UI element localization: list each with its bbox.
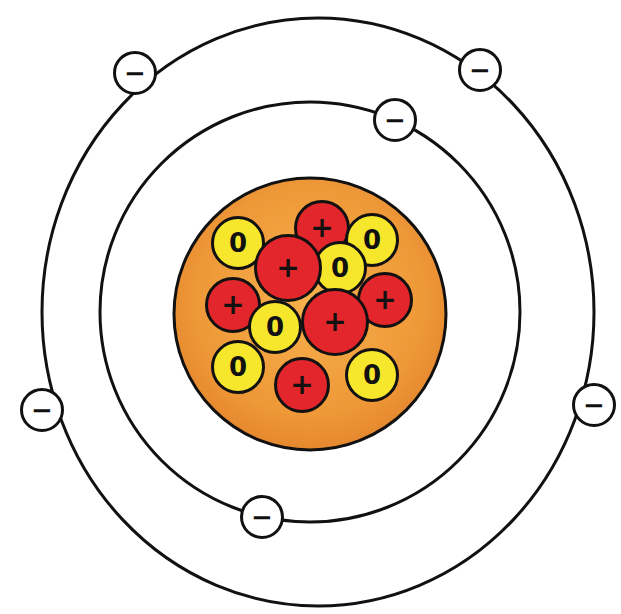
neutron-sign: 0: [229, 230, 247, 256]
electron-sign: −: [583, 392, 605, 418]
electron-sign: −: [124, 60, 146, 86]
neutron-sign: 0: [266, 314, 284, 340]
nucleus: [174, 178, 446, 450]
proton-sign: +: [310, 214, 333, 242]
neutron: 0: [211, 340, 265, 394]
neutron: 0: [345, 348, 399, 402]
electron: −: [240, 495, 284, 539]
electron: −: [373, 98, 417, 142]
neutron-sign: 0: [363, 362, 381, 388]
electron: −: [113, 51, 157, 95]
proton: +: [254, 234, 322, 302]
electron-sign: −: [31, 397, 53, 423]
proton-sign: +: [221, 291, 244, 319]
proton: +: [301, 288, 369, 356]
electron-sign: −: [384, 107, 406, 133]
electron: −: [20, 388, 64, 432]
neutron-sign: 0: [229, 354, 247, 380]
electron-sign: −: [251, 504, 273, 530]
neutron-sign: 0: [331, 255, 349, 281]
proton-sign: +: [323, 308, 346, 336]
neutron-sign: 0: [363, 227, 381, 253]
electron: −: [458, 48, 502, 92]
outer-orbit: [42, 18, 594, 606]
inner-orbit: [100, 102, 520, 522]
electron: −: [572, 383, 616, 427]
neutron: 0: [248, 300, 302, 354]
proton-sign: +: [373, 286, 396, 314]
proton: +: [274, 357, 330, 413]
proton-sign: +: [276, 254, 299, 282]
proton-sign: +: [290, 371, 313, 399]
electron-sign: −: [469, 57, 491, 83]
